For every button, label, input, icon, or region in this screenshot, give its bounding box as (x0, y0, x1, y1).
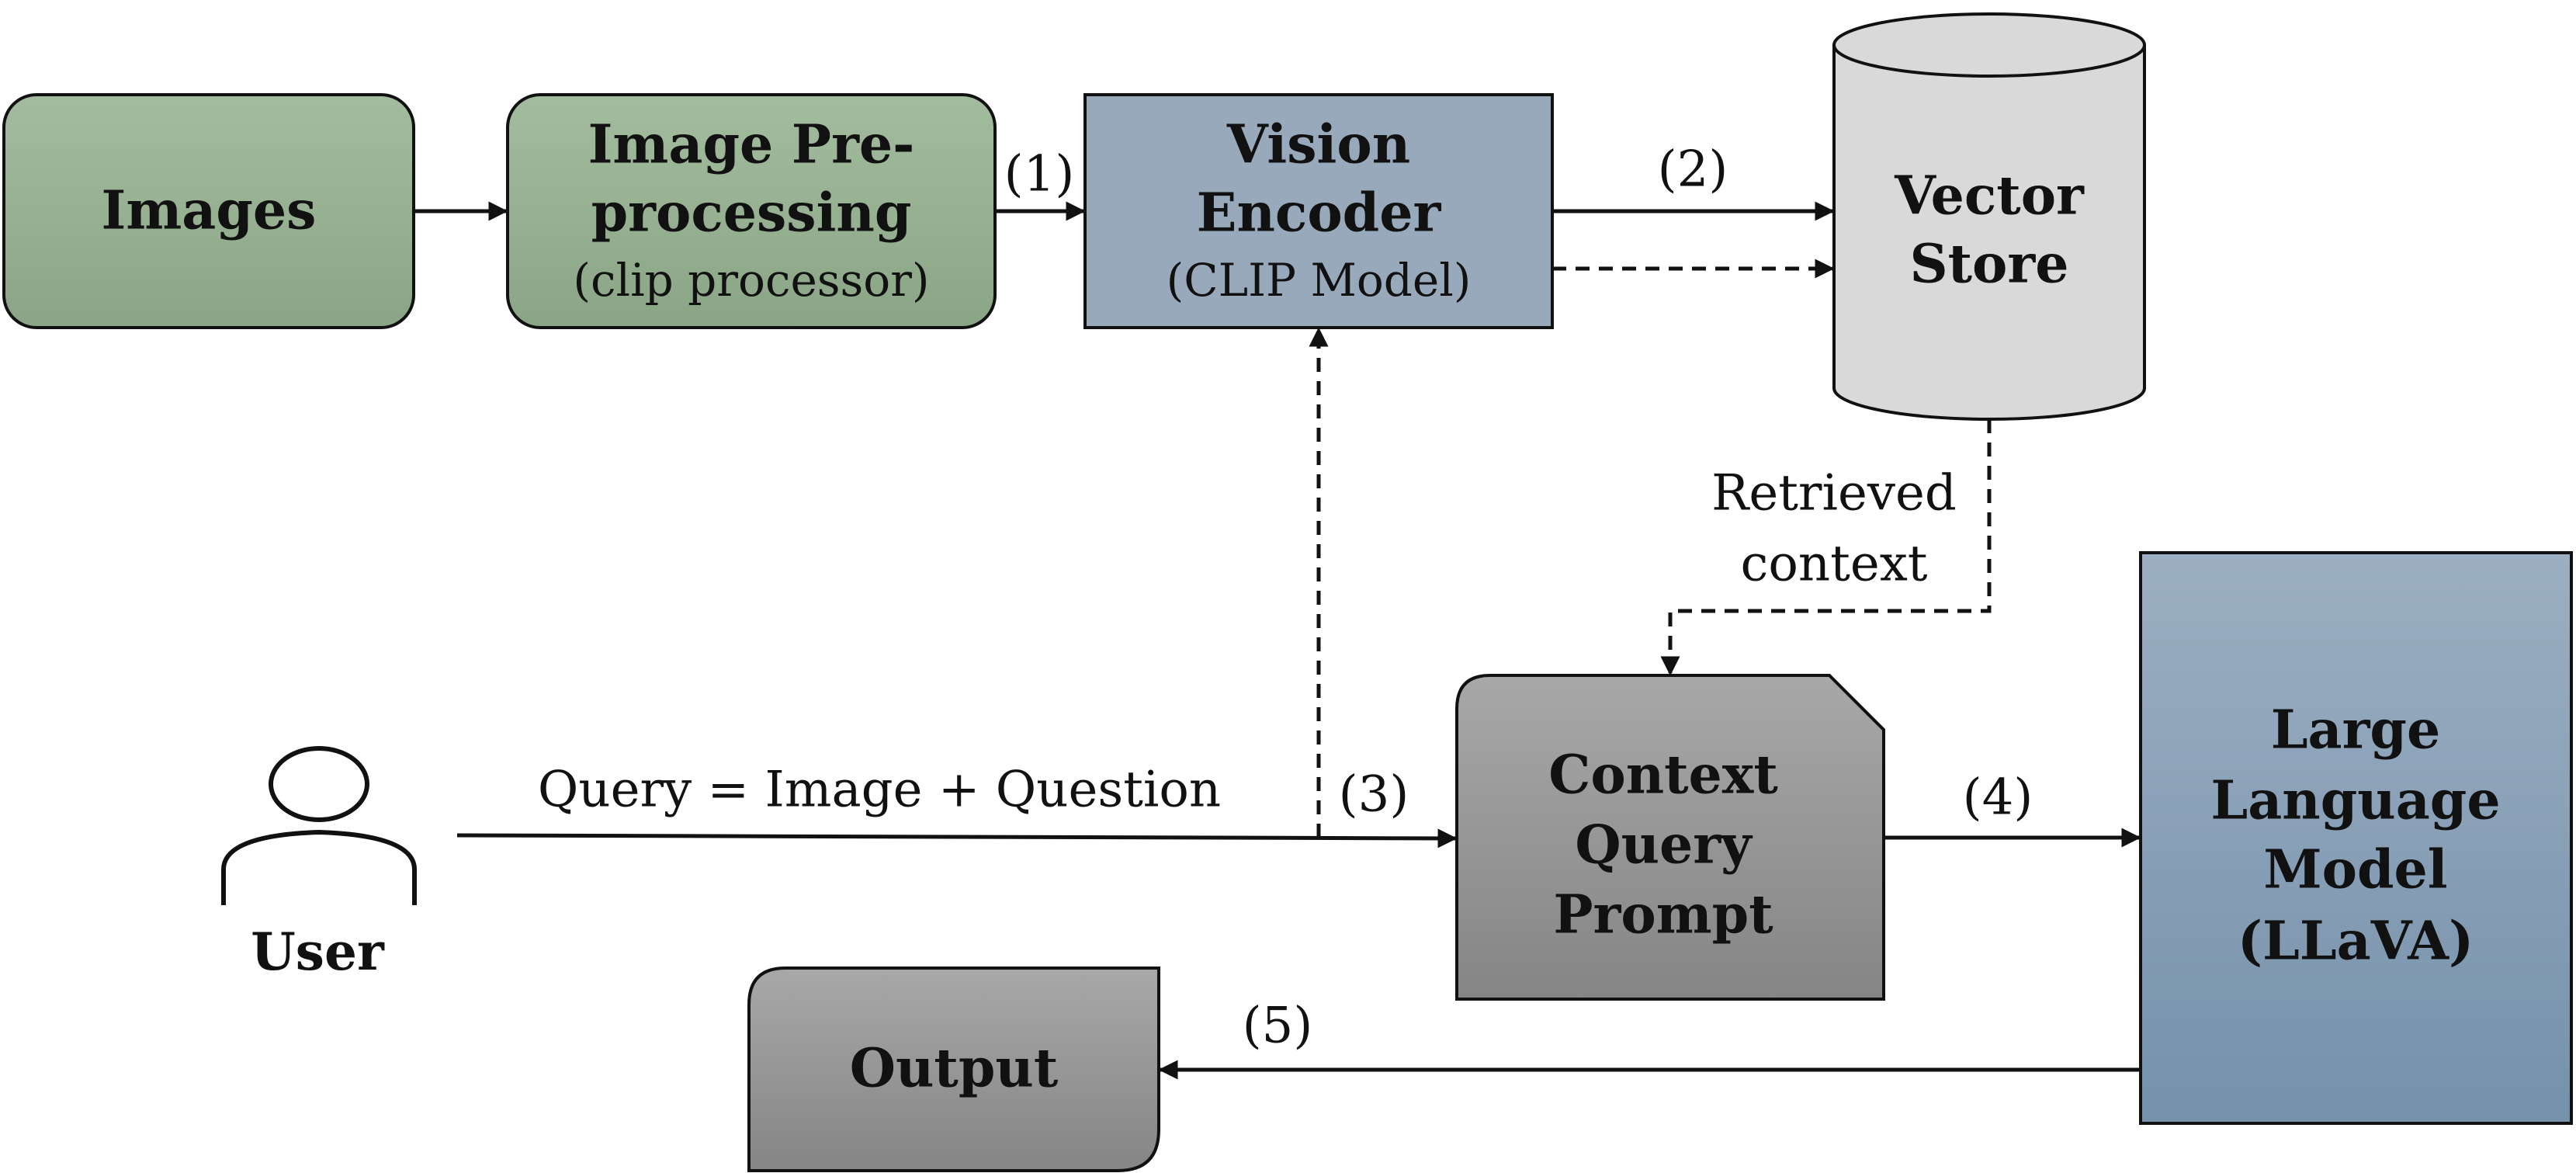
llm-node: Large Language Model (LLaVA) (2139, 551, 2573, 1125)
vision-encoder-subtitle: (CLIP Model) (1167, 254, 1472, 307)
vector-store-title-line2: Store (1910, 234, 2069, 296)
output-node: Output (747, 967, 1160, 1172)
step-5-label: (5) (1243, 998, 1313, 1055)
context-prompt-line1: Context (1548, 744, 1778, 807)
user-label: User (251, 921, 385, 982)
user-icon (221, 746, 417, 905)
preprocessing-subtitle: (clip processor) (573, 254, 929, 307)
edge-retrieved-context (1660, 419, 1992, 676)
user-node: User (221, 746, 417, 982)
llm-line4: (LLaVA) (2238, 911, 2474, 973)
vector-store-title-line1: Vector (1894, 165, 2085, 227)
vision-encoder-title-line1: Vision (1226, 114, 1410, 176)
vector-store-node: Vector Store (1832, 12, 2146, 421)
edges (414, 201, 2141, 1080)
step-2-label: (2) (1658, 141, 1728, 199)
preprocessing-title-line1: Image Pre- (588, 114, 915, 176)
step-3-label: (3) (1339, 766, 1409, 824)
preprocessing-title-line2: processing (591, 182, 912, 245)
retrieved-context-label-line2: context (1741, 536, 1928, 593)
step-4-label: (4) (1963, 769, 2033, 827)
context-prompt-node: Context Query Prompt (1455, 674, 1885, 1001)
vision-encoder-node: Vision Encoder (CLIP Model) (1083, 93, 1554, 329)
step-1-label: (1) (1004, 146, 1075, 203)
images-node: Images (2, 93, 415, 329)
retrieved-context-label-line1: Retrieved (1711, 465, 1957, 522)
output-label: Output (850, 1038, 1059, 1100)
llm-line2: Language (2210, 770, 2500, 832)
context-prompt-line2: Query (1575, 814, 1753, 876)
vision-encoder-title-line2: Encoder (1197, 182, 1442, 245)
preprocessing-node: Image Pre- processing (clip processor) (506, 93, 997, 329)
query-edge-label: Query = Image + Question (538, 762, 1221, 819)
edge-user-to-prompt (456, 828, 1458, 849)
llm-line1: Large (2271, 699, 2441, 762)
llm-line3: Model (2263, 839, 2447, 901)
context-prompt-line3: Prompt (1553, 884, 1773, 946)
images-label: Images (102, 180, 317, 242)
